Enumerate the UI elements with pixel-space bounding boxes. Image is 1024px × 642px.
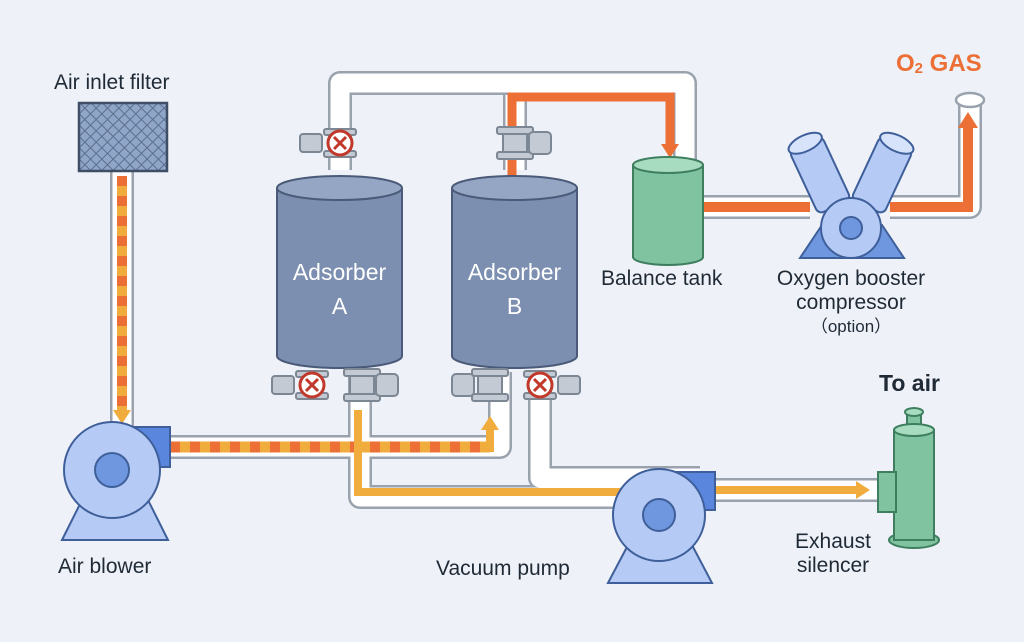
o2-outlet-pipe bbox=[954, 91, 986, 109]
adsorber-a-label: Adsorber A bbox=[277, 255, 402, 323]
valve-a-bottom-left-closed bbox=[270, 369, 330, 401]
to-air-label: To air bbox=[879, 370, 940, 396]
o2-gas-prefix: O bbox=[896, 50, 915, 77]
balance-tank-label: Balance tank bbox=[601, 267, 723, 290]
exhaust-silencer-label: Exhaust silencer bbox=[773, 530, 893, 578]
booster-label: Oxygen booster compressor （option） bbox=[756, 267, 946, 339]
vacuum-pump bbox=[606, 468, 716, 584]
balance-tank bbox=[632, 156, 704, 266]
air-blower-label: Air blower bbox=[58, 555, 152, 578]
valve-b-bottom-right-closed bbox=[523, 370, 581, 400]
valve-b-top-open bbox=[496, 126, 552, 160]
air-inlet-filter bbox=[77, 101, 169, 173]
adsorber-b-label-line2: B bbox=[506, 293, 523, 319]
o2-gas-label: O2 GAS bbox=[896, 50, 982, 78]
adsorber-b-label: Adsorber B bbox=[452, 255, 577, 323]
exhaust-silencer bbox=[877, 407, 940, 549]
adsorber-a-label-line1: Adsorber bbox=[292, 259, 387, 285]
adsorber-b-label-line1: Adsorber bbox=[467, 259, 562, 285]
booster-label-note: （option） bbox=[810, 317, 892, 336]
exhaust-silencer-line2: silencer bbox=[796, 554, 870, 577]
air-blower bbox=[60, 421, 171, 541]
booster-label-line2: compressor bbox=[796, 291, 906, 314]
oxygen-booster-compressor bbox=[787, 131, 915, 259]
exhaust-silencer-line1: Exhaust bbox=[795, 530, 871, 553]
valve-b-bottom-left-open bbox=[451, 368, 509, 402]
air-intake-flow bbox=[113, 176, 499, 453]
o2-gas-suffix: GAS bbox=[923, 50, 982, 77]
vacuum-pump-label: Vacuum pump bbox=[436, 557, 570, 580]
booster-label-line1: Oxygen booster bbox=[776, 267, 926, 290]
o2-gas-sub: 2 bbox=[914, 60, 924, 77]
air-inlet-filter-label: Air inlet filter bbox=[54, 71, 170, 94]
valve-a-bottom-right-open bbox=[343, 368, 399, 402]
adsorber-b-vessel bbox=[451, 175, 578, 369]
valve-a-top-closed bbox=[298, 127, 358, 159]
adsorber-a-label-line2: A bbox=[331, 293, 348, 319]
adsorber-a-vessel bbox=[276, 175, 403, 369]
exhaust-flow bbox=[354, 410, 870, 499]
